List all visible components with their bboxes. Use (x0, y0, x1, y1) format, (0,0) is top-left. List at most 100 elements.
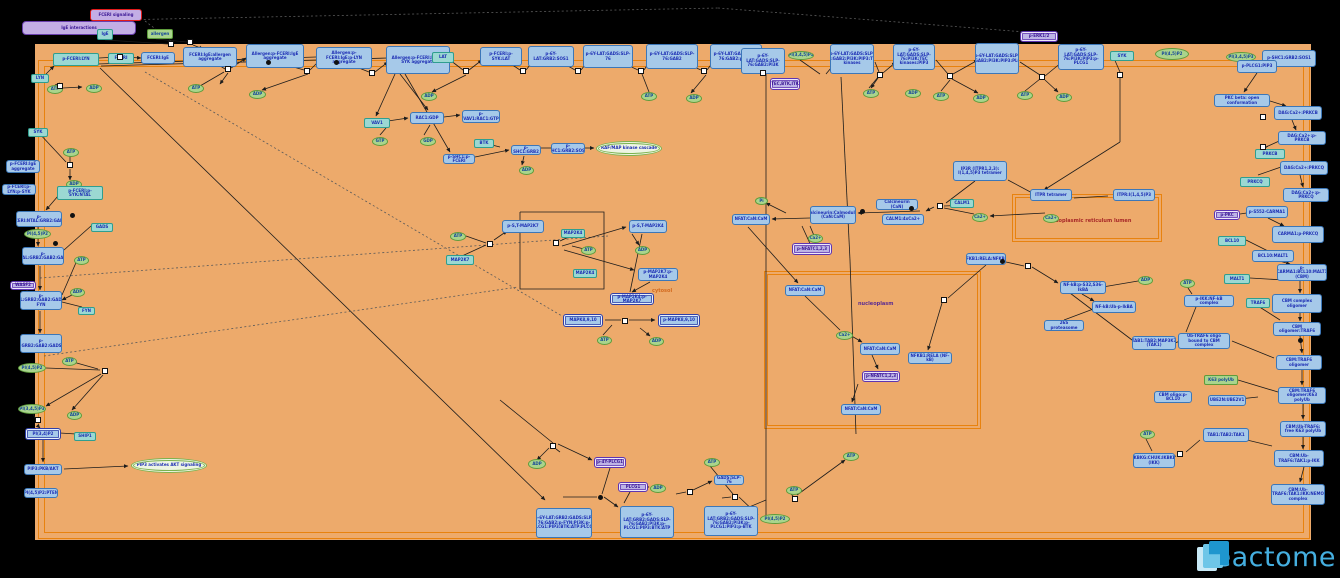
node-p-erk1-2[interactable]: p-ERK1/2 (1020, 31, 1058, 42)
node-raf-map-kinase-cascade[interactable]: RAF/MAP kinase cascade (596, 141, 662, 156)
reaction-node[interactable] (168, 41, 174, 47)
node-pi-3-4-p2[interactable]: PI(3,4)P2 (25, 428, 61, 440)
reaction-node[interactable] (463, 68, 469, 74)
node-p-mapk8-9-10[interactable]: p-MAPK8,9,10 (658, 314, 700, 327)
node-atp[interactable]: ATP (450, 232, 466, 241)
node-pi-4-5-p2[interactable]: PI(4,5)P2 (24, 229, 51, 239)
node-rac1-gdp[interactable]: RAC1:GDP (410, 112, 444, 124)
reaction-node[interactable] (520, 68, 526, 74)
node-adp[interactable]: ADP (905, 89, 921, 98)
node-allergen[interactable]: allergen (147, 29, 173, 39)
reaction-node[interactable] (67, 162, 73, 168)
reaction-node[interactable] (1260, 144, 1266, 150)
node-nf-kb-p-s32-s36-ikba[interactable]: NF-kB:p-S32,S36-IkBA (1060, 281, 1106, 294)
node-syk[interactable]: SYK (28, 128, 48, 137)
node-atp[interactable]: ATP (74, 256, 89, 265)
node-ca2[interactable]: Ca2+ (972, 213, 988, 222)
reaction-node[interactable] (1025, 263, 1031, 269)
node-atp[interactable]: ATP (581, 246, 596, 255)
node-p-shc1-p-fceri[interactable]: p-SHC1:p-FCERI (443, 154, 475, 164)
node-nfat-can-cam[interactable]: NFAT:CaN:CaM (785, 285, 825, 296)
reaction-node[interactable] (369, 70, 375, 76)
node-nfat-can-cam[interactable]: NFAT:CaN:CaM (732, 214, 770, 225)
reaction-node[interactable] (701, 68, 707, 74)
node-atp[interactable]: ATP (597, 336, 612, 345)
reaction-node[interactable] (1117, 72, 1123, 78)
reaction-node[interactable] (117, 54, 123, 60)
node-malt1[interactable]: MALT1 (1224, 274, 1250, 284)
node-p-6y-lat-grb2-gads-slp-76-gab2-pi3k-p-pl[interactable]: p-6Y-LAT:GRB2:GADS:SLP-76:GAB2:PI3K:p-PL… (704, 506, 758, 536)
node-wasf2[interactable]: WASF2 (10, 281, 36, 290)
node-p-6y-lat-grb2-gads-slp-76-gab2-p-fyn-pi3[interactable]: p-6Y-LAT:GRB2:GADS:SLP-76:GAB2:p-FYN:PI3… (536, 508, 592, 538)
node-fyn[interactable]: FYN (78, 307, 95, 315)
node-adp[interactable]: ADP (1056, 93, 1072, 102)
node-atp[interactable]: ATP (1140, 430, 1155, 439)
node-calm1[interactable]: CALM1 (950, 199, 974, 208)
reaction-node[interactable] (102, 368, 108, 374)
association-node[interactable] (69, 212, 75, 218)
node-adp[interactable]: ADP (973, 94, 989, 103)
node-gtp[interactable]: GTP (372, 137, 388, 146)
node-nfkb1-rela-nfkbia[interactable]: NFKB1:RELA:NFKBIA (966, 253, 1006, 265)
node-atp[interactable]: ATP (62, 357, 77, 366)
node-adp[interactable]: ADP (249, 90, 266, 99)
node-gads-slp-76[interactable]: GADS:SLP-76 (714, 475, 744, 485)
node-p-shc1-grb2-sos1[interactable]: p-SHC1:GRB2:SOS1 (551, 143, 585, 154)
node-pip3-pkb-akt[interactable]: PIP3:PKB/AKT (24, 464, 62, 475)
node-p-6y-lat-grb2-gads-slp-76-gab2-pi3k-p-pl[interactable]: p-6Y-LAT:GRB2:GADS:SLP-76:GAB2:PI3K:p-PL… (620, 506, 674, 538)
node-ip3r-itpr1-2-3-i-1-4-5-p3-tetramer[interactable]: IP3R (ITPR1,2,3): I(1,4,5)P3 tetramer (953, 161, 1007, 181)
node-cbm-traf6-oligomer[interactable]: CBM:TRAF6 oligomer (1276, 355, 1322, 370)
node-cbm-ub-traf6-tak1-ikk-nemo-complex[interactable]: CBM:Ub-TRAF6:TAK1:IKK:NEMO complex (1271, 484, 1325, 505)
node-p-vav1-rac1-gtp[interactable]: p-VAV1:RAC1:GTP (462, 110, 500, 123)
node-cbm-traf6-oligomer-k63-polyub[interactable]: CBM:TRAF6 oligomer:K63 polyUb (1278, 387, 1326, 404)
node-dag-ca2-prkcb[interactable]: DAG:Ca2+:PRKCB (1274, 106, 1322, 120)
node-p-6y-lat-gads-slp-76-pi3k-pip3-p-plcg1[interactable]: p-6Y-LAT:GADS:SLP-76:PI3K:PIP3:p-PLCG1 (1058, 44, 1104, 70)
node-p-ntal-grb2-gab2-gads-p-fyn[interactable]: p-NTAL:GRB2:GAB2:GADS:p-FYN (20, 291, 62, 310)
node-nfat-can-cam[interactable]: NFAT:CaN:CaM (841, 404, 881, 415)
reaction-node[interactable] (187, 39, 193, 45)
reaction-node[interactable] (638, 68, 644, 74)
reaction-node[interactable] (487, 241, 493, 247)
node-tec-btk-itk[interactable]: TEC,BTK,ITK (770, 78, 800, 90)
reaction-node[interactable] (622, 318, 628, 324)
node-p-fceri-ige-aggregate[interactable]: p-FCERI:IgE aggregate (6, 160, 40, 173)
node-lyn[interactable]: LYN (31, 74, 49, 83)
node-p-6y-lat-gads-slp-76-pi3k-tec-kinases-pi[interactable]: p-6Y-LAT:GADS:SLP-76:PI3K:TEC kinases:PI… (893, 44, 935, 70)
node-p-carma1-bcl10-malt1-cbm[interactable]: p-CARMA1:BCL10:MALT1 (CBM) (1277, 264, 1327, 281)
node-fceri-ige-allergen-aggregate[interactable]: FCERI:IgE:allergen aggregate (183, 47, 237, 67)
reaction-node[interactable] (947, 73, 953, 79)
reaction-node[interactable] (760, 70, 766, 76)
node-p-s-t-map2k4[interactable]: p-S,T-MAP2K4 (629, 220, 667, 233)
node-pi-3-4-5-p3[interactable]: PI(3,4,5)P3 (788, 51, 814, 60)
node-p-ikk-nf-kb-complex[interactable]: p-IKK:NF-kB complex (1184, 295, 1234, 307)
reaction-node[interactable] (225, 66, 231, 72)
node-p-map2k7-p-map2k4[interactable]: p-MAP2K7:p-MAP2K4 (638, 268, 678, 281)
reaction-node[interactable] (792, 496, 798, 502)
node-tab1-tab2-map3k7-tak1[interactable]: TAB1:TAB2:MAP3K7 (TAK1) (1132, 336, 1176, 350)
node-atp[interactable]: ATP (188, 84, 204, 93)
node-dag-ca2-p-prkcq[interactable]: DAG:Ca2+:p-PRKCQ (1283, 188, 1329, 202)
node-ige[interactable]: IgE (97, 29, 113, 40)
node-atp[interactable]: ATP (1017, 91, 1033, 100)
node-ube2n-ube2v1[interactable]: UBE2N:UBE2V1 (1208, 395, 1246, 406)
node-tab1-tab2-tak1[interactable]: TAB1:TAB2:TAK1 (1203, 428, 1249, 442)
node-p-ntal-grb2-gab2-gads[interactable]: p-NTAL:GRB2:GAB2:GADS (22, 247, 64, 265)
node-cbm-ub-traf6-tak1-p-ikk[interactable]: CBM:Ub-TRAF6:TAK1:p-IKK (1274, 450, 1324, 467)
node-p-fceri-p-syk-lat[interactable]: p-FCERI:p-SYK:LAT (480, 47, 522, 66)
node-atp[interactable]: ATP (843, 452, 859, 461)
node-p-6y-lat-gads-slp-76-gab2[interactable]: p-6Y-LAT:GADS:SLP-76:GAB2 (646, 44, 698, 69)
node-itpr-tetramer[interactable]: ITPR tetramer (1030, 189, 1072, 201)
node-p-fceri-p-syk-ntal[interactable]: p-FCERI:p-SYK:NTAL (57, 186, 103, 200)
node-dag-ca2-p-prkcb[interactable]: DAG:Ca2+:p-PRKCB (1278, 131, 1326, 145)
reaction-node[interactable] (687, 489, 693, 495)
node-adp[interactable]: ADP (635, 246, 650, 255)
reaction-node[interactable] (57, 83, 63, 89)
node-allergen-p-fceri-ige-p-lyn-aggregate[interactable]: Allergen:p-FCERI:IgE:p-LYN aggregate (316, 47, 372, 69)
node-p-plcg1-pip3[interactable]: p-PLCG1:PIP3 (1237, 60, 1277, 73)
reaction-node[interactable] (1177, 451, 1183, 457)
node-atp[interactable]: ATP (704, 458, 720, 467)
node-p-shc1-grb2[interactable]: p-SHC1:GRB2 (511, 145, 541, 155)
node-p-pkc[interactable]: p-PKC (1214, 210, 1240, 220)
node-vav1[interactable]: VAV1 (364, 118, 390, 128)
node-calm1-4xca2[interactable]: CALM1:4xCa2+ (882, 214, 924, 225)
